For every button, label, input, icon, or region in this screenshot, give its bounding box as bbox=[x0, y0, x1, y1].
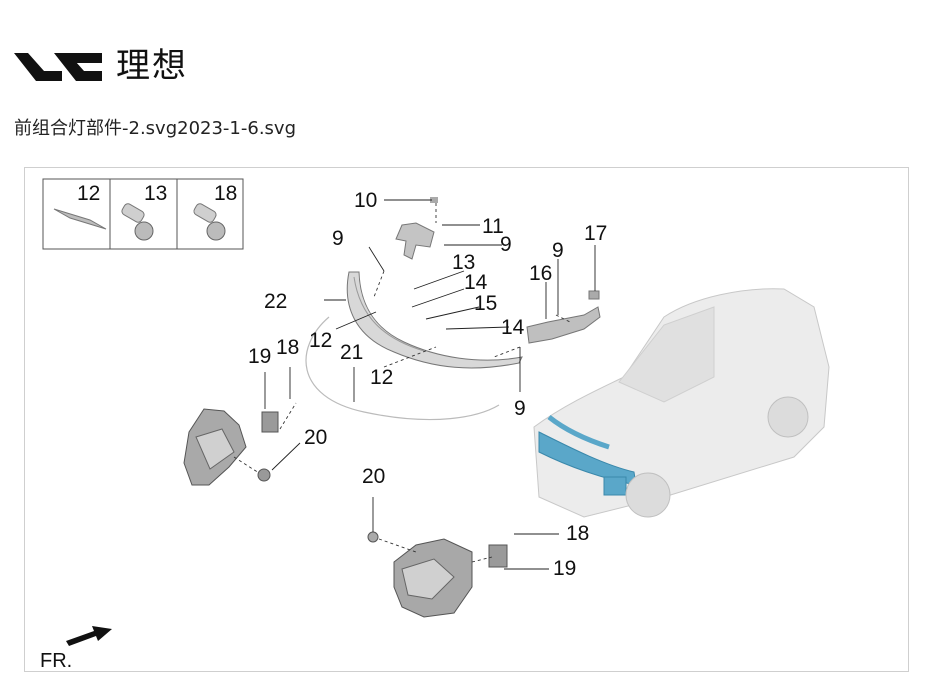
callout-19-left: 19 bbox=[248, 345, 271, 368]
callout-12-bottom: 12 bbox=[370, 366, 393, 389]
front-direction-label: FR. bbox=[40, 650, 72, 672]
callout-18-left: 18 bbox=[276, 336, 299, 359]
callout-19-bottom: 19 bbox=[553, 557, 576, 580]
file-title: 前组合灯部件-2.svg2023-1-6.svg bbox=[14, 118, 297, 139]
li-auto-logo-icon bbox=[14, 53, 102, 81]
bolt-18-icon bbox=[193, 203, 226, 241]
vehicle-illustration bbox=[533, 288, 830, 518]
callout-17: 17 bbox=[584, 222, 607, 245]
callout-18-bottom: 18 bbox=[566, 522, 589, 545]
side-bracket bbox=[526, 290, 601, 344]
callout-22: 22 bbox=[264, 290, 287, 313]
tape-pad-icon bbox=[53, 208, 107, 230]
callout-14-upper: 14 bbox=[464, 271, 488, 294]
right-headlamp bbox=[367, 531, 508, 618]
callout-labels: 10 11 9 9 13 14 15 14 22 12 21 12 19 18 … bbox=[248, 189, 607, 580]
diagram-frame bbox=[24, 167, 909, 672]
legend-label-18: 18 bbox=[214, 182, 237, 205]
callout-21: 21 bbox=[340, 341, 363, 364]
callout-11: 11 bbox=[482, 215, 504, 238]
callout-20-left: 20 bbox=[304, 426, 327, 449]
callout-9-top-right: 9 bbox=[500, 233, 512, 256]
leader-lines bbox=[233, 199, 596, 570]
front-direction-arrow-icon bbox=[66, 626, 112, 646]
callout-12-left: 12 bbox=[309, 329, 332, 352]
callout-9-bracket: 9 bbox=[552, 239, 564, 262]
bumper-assembly bbox=[346, 271, 523, 369]
fastener-legend: 12 13 18 bbox=[42, 178, 244, 250]
callout-9-lower: 9 bbox=[514, 397, 526, 420]
brand-logo: 理想 bbox=[14, 44, 188, 88]
legend-label-12: 12 bbox=[77, 182, 100, 205]
callout-15: 15 bbox=[474, 292, 497, 315]
callout-10: 10 bbox=[354, 189, 377, 212]
legend-label-13: 13 bbox=[144, 182, 167, 205]
bolt-13-icon bbox=[121, 203, 154, 241]
callout-14-lower: 14 bbox=[501, 316, 525, 339]
brand-name: 理想 bbox=[116, 46, 188, 86]
exploded-parts-diagram: 12 13 18 bbox=[40, 178, 830, 672]
callout-16: 16 bbox=[529, 262, 552, 285]
callout-9-left: 9 bbox=[332, 227, 344, 250]
callout-13: 13 bbox=[452, 251, 475, 274]
upper-bracket bbox=[395, 197, 438, 260]
seal-strip bbox=[305, 316, 500, 421]
left-headlamp bbox=[183, 408, 279, 486]
callout-20-bottom: 20 bbox=[362, 465, 385, 488]
